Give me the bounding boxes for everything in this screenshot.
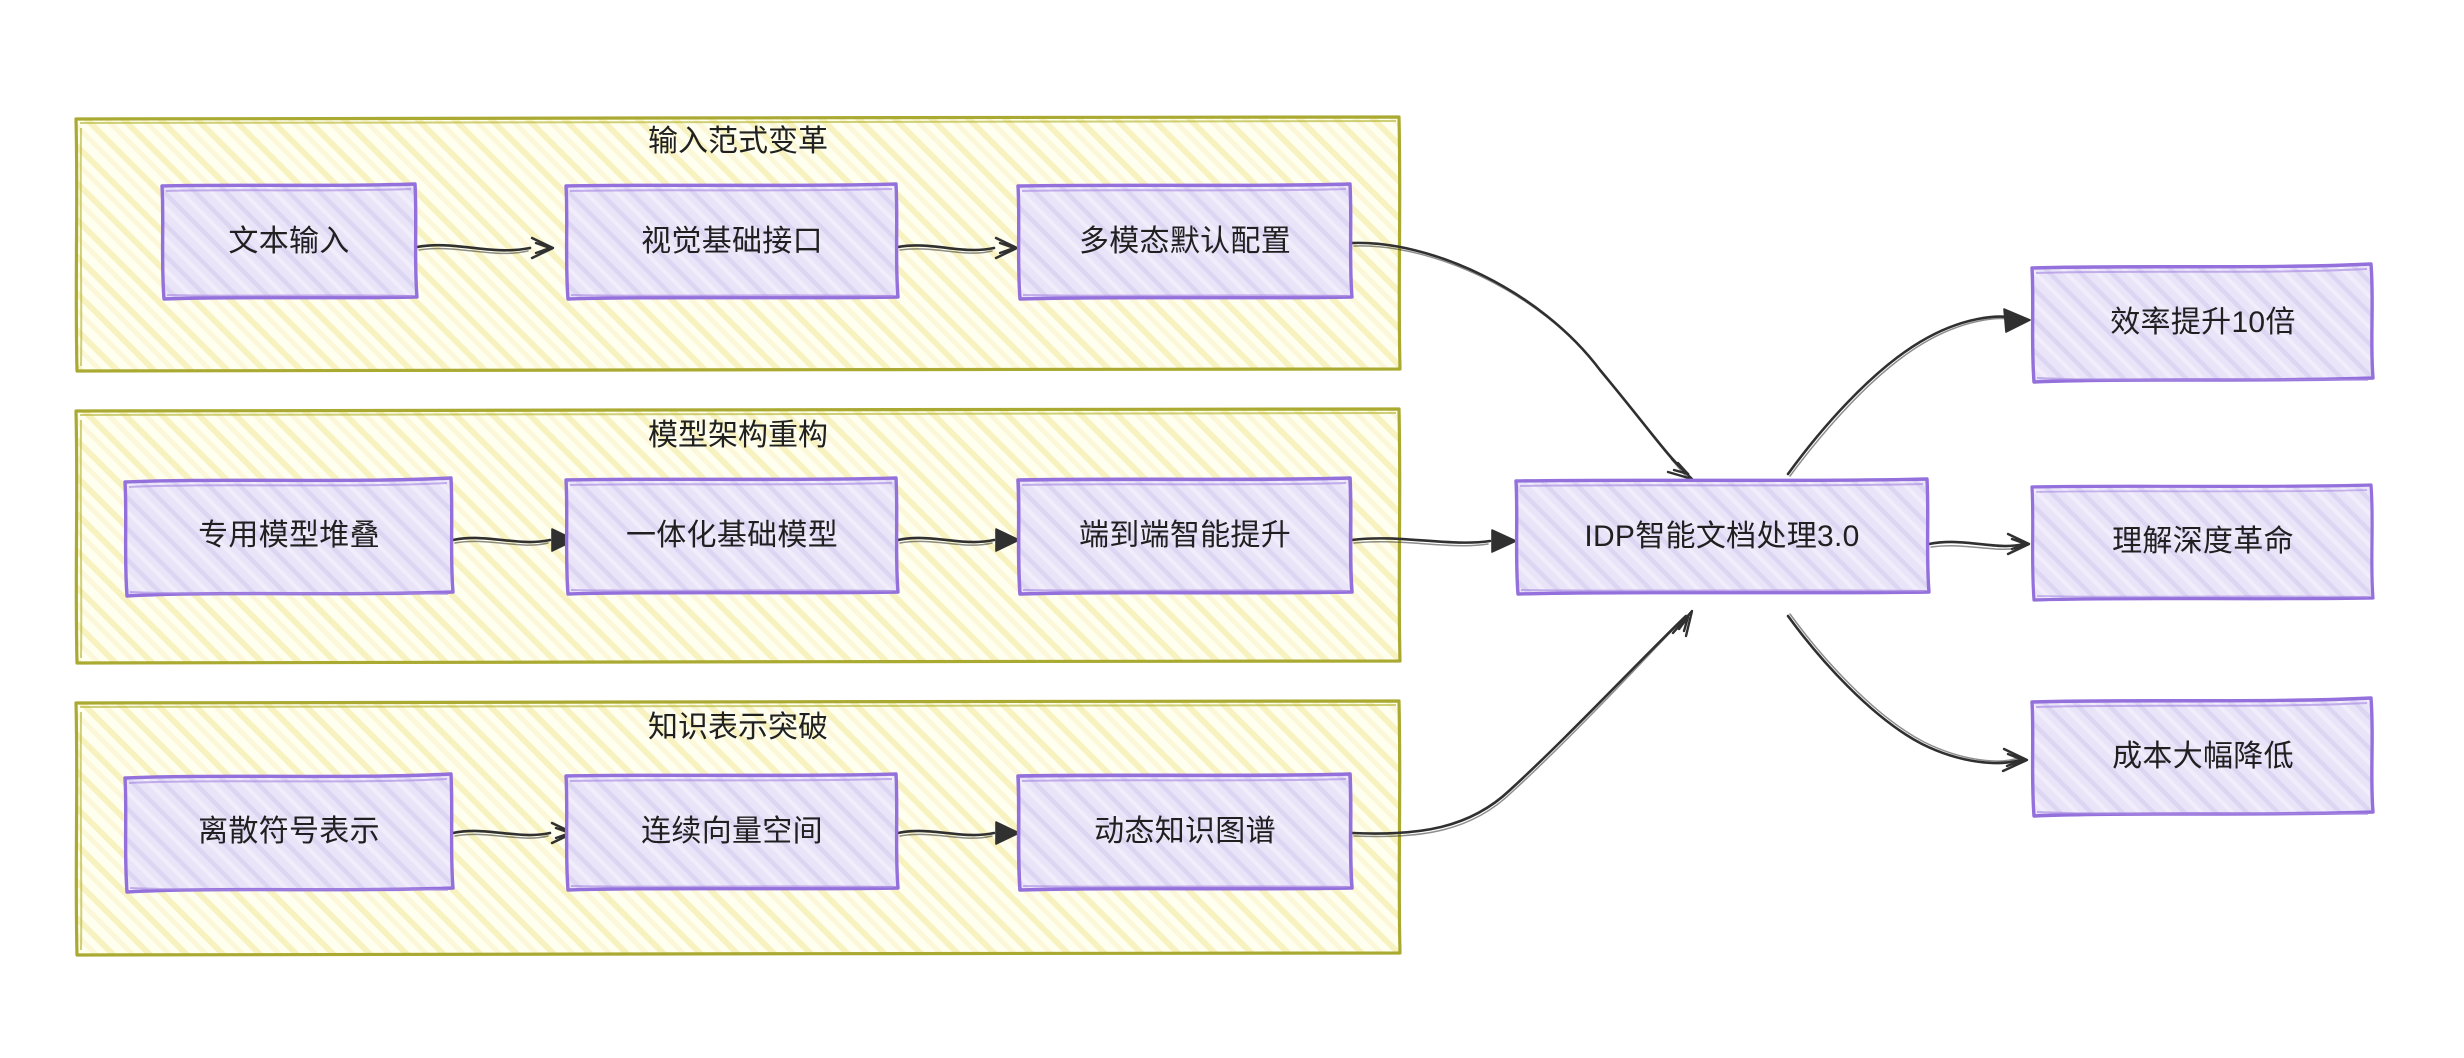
edge-continuous-vector-to-dynamic-kg [896, 821, 1020, 845]
node-discrete-symbol[interactable]: 离散符号表示 [123, 772, 455, 894]
node-comprehension-revolution-fill [2032, 485, 2373, 600]
node-idp-core-label: IDP智能文档处理3.0 [1584, 520, 1859, 553]
node-comprehension-revolution[interactable]: 理解深度革命 [2030, 483, 2375, 602]
node-idp-core-border-sketch [1519, 483, 1925, 592]
node-efficiency-gain[interactable]: 效率提升10倍 [2030, 262, 2375, 384]
node-cost-reduction-border-sketch [2035, 702, 2369, 815]
node-specialized-stack-border-sketch [128, 482, 449, 595]
edge-core-to-cost-reduction [1786, 613, 2029, 773]
node-e2e-intelligence-label: 端到端智能提升 [1079, 519, 1291, 552]
cluster-1-border-sketch [79, 120, 1397, 367]
node-e2e-intelligence-border [1016, 476, 1354, 596]
node-efficiency-gain-border-sketch [2035, 268, 2369, 381]
node-specialized-stack[interactable]: 专用模型堆叠 [123, 476, 455, 598]
cluster-1-title: 输入范式变革 [648, 125, 828, 158]
node-unified-base-model-label: 一体化基础模型 [626, 519, 838, 552]
node-continuous-vector-space-label: 连续向量空间 [641, 815, 823, 848]
node-multimodal-default-border [1016, 182, 1354, 301]
cluster-3-border [74, 699, 1402, 957]
node-e2e-intelligence-border-sketch [1021, 482, 1348, 592]
node-discrete-symbol-fill [125, 774, 453, 892]
node-discrete-symbol-border-sketch [128, 778, 449, 891]
node-unified-base-model-border-sketch [569, 482, 894, 592]
node-unified-base-model-border [564, 476, 900, 596]
node-text-input-fill [162, 184, 417, 299]
edge-unified-model-to-e2e-intelligence [896, 528, 1020, 552]
node-cost-reduction[interactable]: 成本大幅降低 [2030, 696, 2375, 818]
edge-dynamic-kg-to-core [1350, 609, 1694, 838]
edge-core-to-efficiency [1786, 308, 2031, 477]
node-text-input[interactable]: 文本输入 [160, 182, 419, 301]
node-comprehension-revolution-border [2030, 483, 2375, 602]
node-multimodal-default[interactable]: 多模态默认配置 [1016, 182, 1354, 301]
node-visual-api-label: 视觉基础接口 [641, 225, 823, 258]
cluster-2-border-sketch [79, 412, 1397, 659]
cluster-1-border [74, 115, 1402, 373]
node-continuous-vector-space-fill [566, 774, 898, 890]
node-multimodal-default-fill [1018, 184, 1352, 299]
node-dynamic-knowledge-graph-border-sketch [1021, 778, 1348, 888]
node-cost-reduction-label: 成本大幅降低 [2112, 740, 2294, 773]
node-continuous-vector-space-border [564, 772, 900, 892]
node-dynamic-knowledge-graph-border [1016, 772, 1354, 892]
edge-core-to-comprehension [1927, 532, 2031, 556]
node-specialized-stack-fill [125, 478, 453, 596]
edges-layer [415, 236, 2031, 845]
node-visual-api-border [564, 182, 900, 301]
node-e2e-intelligence[interactable]: 端到端智能提升 [1016, 476, 1354, 596]
node-dynamic-knowledge-graph-label: 动态知识图谱 [1094, 815, 1276, 848]
node-continuous-vector-space-border-sketch [569, 778, 894, 888]
node-dynamic-knowledge-graph-fill [1018, 774, 1352, 890]
cluster-3-border-sketch [79, 704, 1397, 951]
node-discrete-symbol-label: 离散符号表示 [198, 815, 380, 848]
node-visual-api-fill [566, 184, 898, 299]
node-visual-api[interactable]: 视觉基础接口 [564, 182, 900, 301]
node-text-input-label: 文本输入 [228, 225, 349, 258]
node-idp-core-border [1514, 477, 1931, 596]
node-text-input-border [160, 182, 419, 301]
node-efficiency-gain-fill [2032, 264, 2373, 382]
node-specialized-stack-border [123, 476, 455, 598]
node-e2e-intelligence-fill [1018, 478, 1352, 594]
node-unified-base-model-fill [566, 478, 898, 594]
node-dynamic-knowledge-graph[interactable]: 动态知识图谱 [1016, 772, 1354, 892]
node-cost-reduction-fill [2032, 698, 2373, 816]
node-idp-core-fill [1516, 479, 1929, 594]
node-discrete-symbol-border [123, 772, 455, 894]
node-multimodal-default-border-sketch [1021, 188, 1348, 297]
node-cost-reduction-border [2030, 696, 2375, 818]
node-efficiency-gain-label: 效率提升10倍 [2110, 306, 2295, 339]
node-visual-api-border-sketch [569, 188, 894, 297]
cluster-2-border [74, 407, 1402, 665]
cluster-3-title: 知识表示突破 [648, 711, 828, 744]
edge-text-input-to-visual-api [415, 236, 555, 260]
cluster-2-title: 模型架构重构 [648, 419, 828, 452]
node-comprehension-revolution-label: 理解深度革命 [2112, 525, 2294, 558]
node-specialized-stack-label: 专用模型堆叠 [198, 519, 380, 552]
node-comprehension-revolution-border-sketch [2035, 489, 2369, 598]
edge-multimodal-to-core [1350, 241, 1694, 481]
edge-e2e-intelligence-to-core [1350, 529, 1517, 553]
node-text-input-border-sketch [165, 188, 413, 297]
node-multimodal-default-label: 多模态默认配置 [1079, 225, 1291, 258]
node-continuous-vector-space[interactable]: 连续向量空间 [564, 772, 900, 892]
node-idp-core[interactable]: IDP智能文档处理3.0 [1514, 477, 1931, 596]
node-efficiency-gain-border [2030, 262, 2375, 384]
edge-specialized-stack-to-unified-model [451, 528, 576, 552]
node-unified-base-model[interactable]: 一体化基础模型 [564, 476, 900, 596]
